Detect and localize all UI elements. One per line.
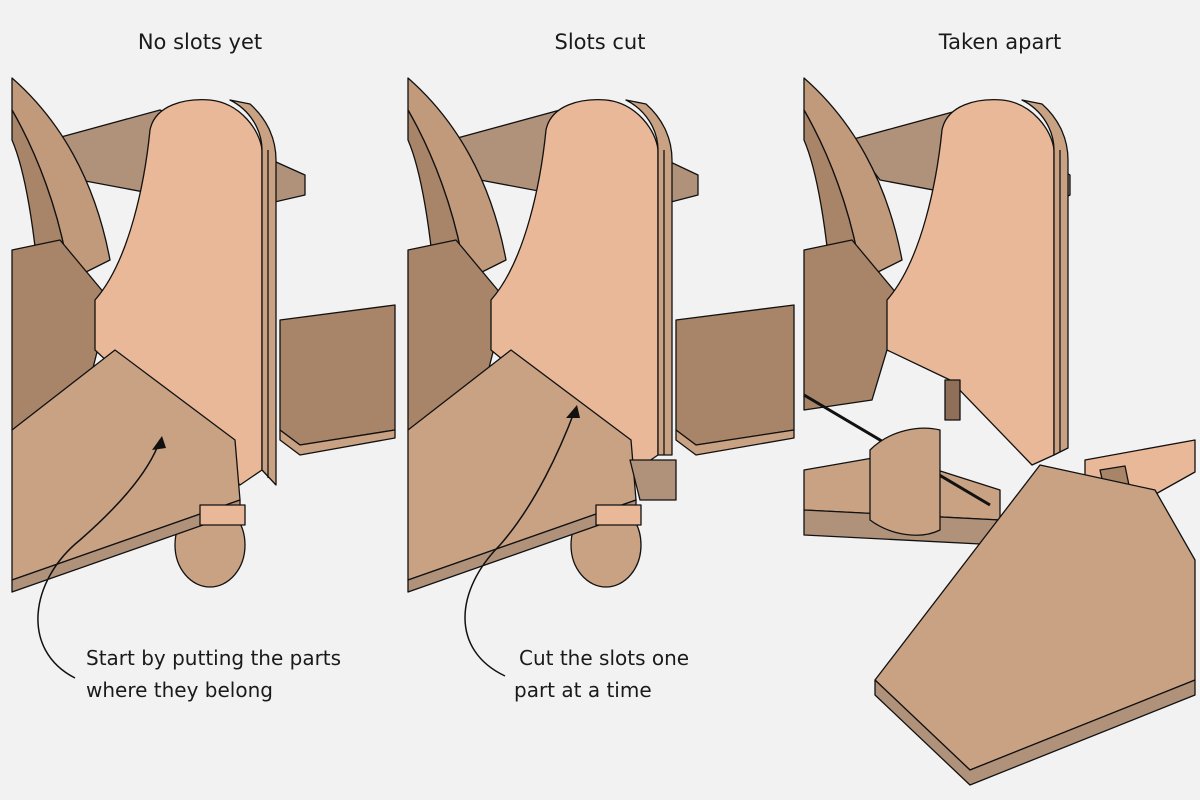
caption-line-1: Start by putting the parts (86, 646, 342, 670)
panel-slots-cut: Slots cut Cut the slots one part at a ti… (400, 0, 800, 800)
caption-line-2: part at a time (514, 678, 652, 702)
panel-title: Slots cut (554, 30, 646, 54)
arrow-head (566, 405, 580, 418)
caption-line-2: where they belong (86, 678, 273, 702)
far-wing-edge (675, 429, 795, 456)
arrow-curve (37, 439, 161, 679)
far-wing-edge (279, 429, 396, 456)
caption: Cut the slots one part at a time (514, 642, 689, 706)
bulkhead-edge (229, 99, 277, 486)
bulkhead-edge (625, 99, 673, 456)
panel-3-illustration (803, 77, 1196, 786)
panel-2-illustration (407, 77, 795, 677)
bulkhead-slot (944, 379, 961, 421)
panel-title: No slots yet (137, 30, 263, 54)
front-wing (11, 349, 241, 581)
wing-slot-tab (595, 504, 642, 526)
caption-line-1: Cut the slots one (519, 646, 690, 670)
panel-no-slots: No slots yet Start by putting the parts … (0, 0, 400, 800)
rib-disc (869, 427, 941, 536)
bulkhead-edge (1021, 99, 1069, 456)
far-wing (675, 304, 795, 446)
panel-1-illustration (11, 77, 396, 679)
far-wing (279, 304, 396, 446)
arrow-head (152, 436, 166, 450)
detached-wing-edge (874, 679, 1196, 786)
arrow-curve (464, 409, 576, 677)
panel-title: Taken apart (938, 30, 1062, 54)
bulkhead (886, 99, 1055, 466)
slot-opening (629, 459, 677, 501)
panel-taken-apart: Taken apart (800, 0, 1200, 800)
wing-slot-tab (199, 504, 246, 526)
caption: Start by putting the parts where they be… (86, 642, 341, 706)
